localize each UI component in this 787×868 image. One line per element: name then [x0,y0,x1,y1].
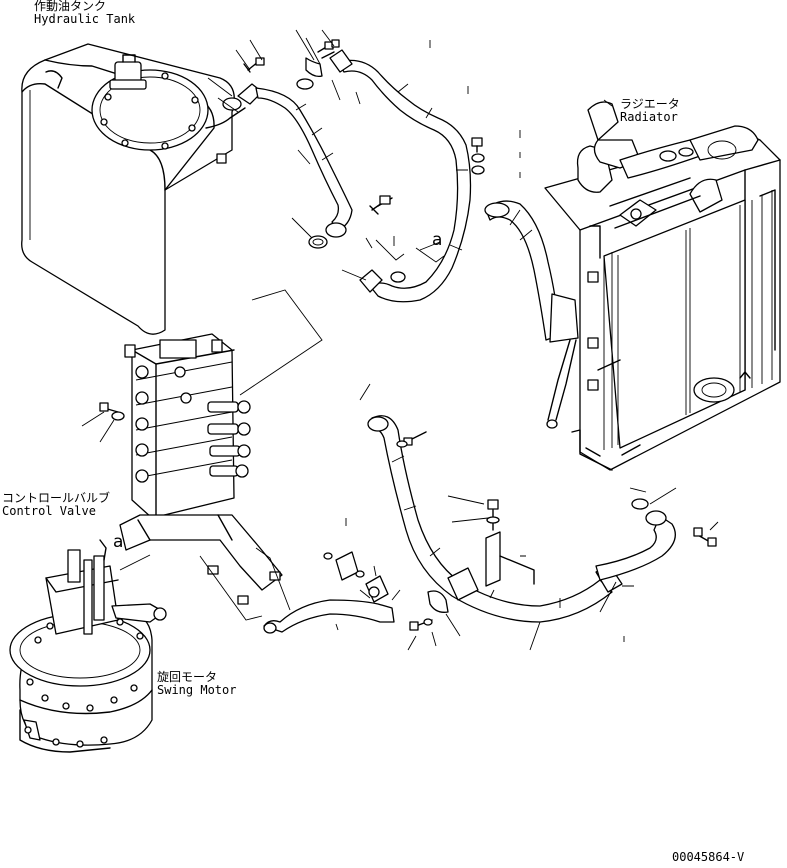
radiator-label-en: Radiator [620,110,678,124]
swing-motor-label-jp: 旋回モータ [157,670,218,684]
control-valve-label: コントロールバルブ Control Valve [2,492,110,518]
fittings [119,547,395,634]
callout-a-lower: a [113,532,124,552]
hydraulic-tank-label: 作動油タンク Hydraulic Tank [34,0,135,26]
hydraulic-tank [21,43,246,335]
swing-motor-label-en: Swing Motor [157,683,237,697]
radiator-label-jp: ラジエータ [620,97,680,111]
hydraulic-tank-label-en: Hydraulic Tank [34,12,136,26]
control-valve [99,289,323,605]
upper-hoses [222,39,485,303]
control-valve-label-jp: コントロールバルブ [2,491,111,505]
lower-hose [367,415,717,631]
control-valve-label-en: Control Valve [2,504,96,518]
swing-motor-label: 旋回モータ Swing Motor [157,671,236,697]
swing-motor [9,539,167,753]
callout-a-upper: a [432,230,443,250]
radiator-hose [484,200,579,429]
radiator [544,101,781,471]
hydraulic-tank-label-jp: 作動油タンク [34,0,107,13]
leader-lines [81,29,719,651]
drawing-number: 00045864-V [672,850,745,864]
radiator-label: ラジエータ Radiator [620,98,680,124]
